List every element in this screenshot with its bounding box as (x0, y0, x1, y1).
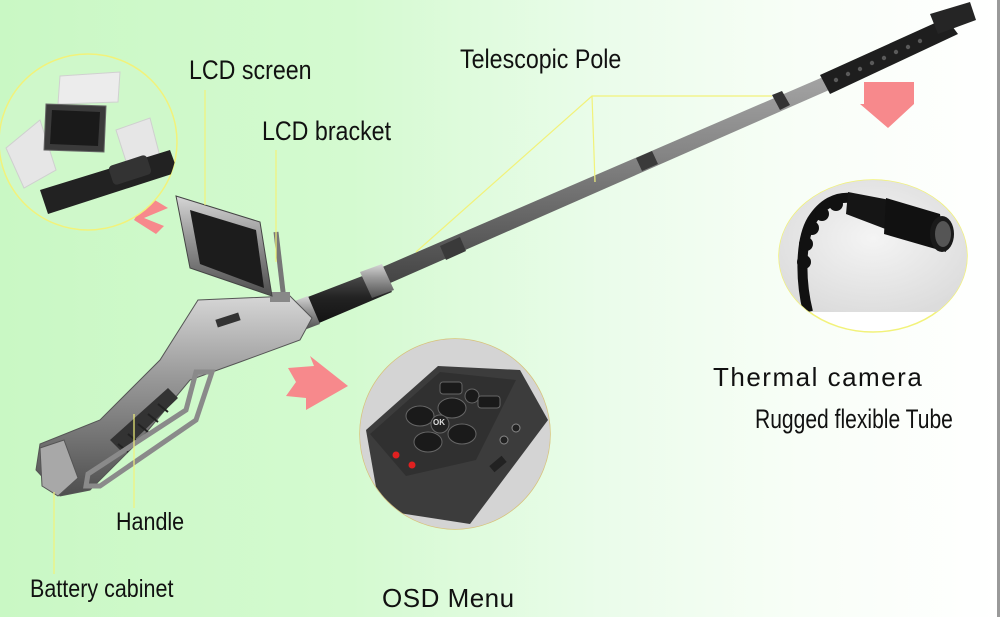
label-lcd-bracket: LCD bracket (262, 116, 392, 146)
callout-lines (53, 90, 772, 574)
label-thermal-camera: Thermal camera (713, 362, 924, 392)
handle-body (35, 295, 313, 497)
osd-menu-inset (359, 338, 551, 530)
telescopic-pole (380, 2, 976, 284)
label-rugged-flexible-tube: Rugged flexible Tube (755, 404, 953, 434)
label-telescopic-pole: Telescopic Pole (460, 44, 622, 74)
lcd-screen-assembly (175, 195, 290, 302)
thermal-camera-inset (778, 179, 968, 333)
label-osd-menu: OSD Menu (382, 583, 515, 613)
lcd-rotation-inset (0, 53, 178, 231)
label-lcd-screen: LCD screen (189, 55, 312, 85)
osd-ok-button-label: OK (433, 418, 445, 427)
label-battery-cabinet: Battery cabinet (30, 575, 174, 603)
right-border (997, 0, 1000, 617)
label-handle: Handle (116, 508, 185, 536)
